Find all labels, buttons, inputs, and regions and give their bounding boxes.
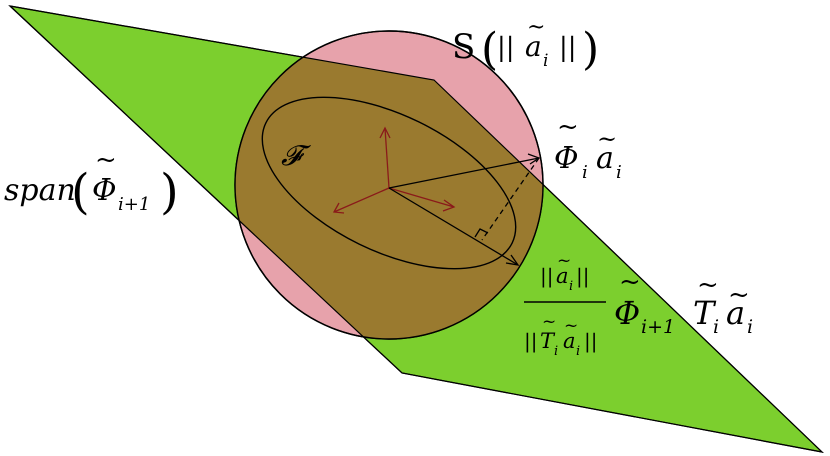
fraction-den-norm-right: || — [584, 329, 597, 354]
fraction-num-sub: i — [569, 279, 573, 294]
plane-label-sub: i+1 — [118, 194, 150, 215]
plane-label-rparen: ) — [160, 164, 179, 220]
fraction-num-norm-right: || — [576, 264, 589, 289]
right-angle-marker — [474, 228, 489, 238]
scaled-label-tilde-phi: ~ — [619, 267, 641, 297]
axis-right — [388, 187, 455, 208]
projection-label: ~ Φ i ~ a i — [554, 112, 622, 183]
sphere-label: S ( || ~ a i || ) — [452, 15, 599, 75]
sphere-label-a: a — [525, 30, 542, 63]
fraction-den-tilde-a: ~ — [564, 316, 578, 336]
sphere-label-S: S — [452, 27, 475, 67]
axis-right-arrowhead — [442, 199, 456, 212]
vector-scaled-arrowhead — [505, 254, 520, 266]
fraction-num-a: a — [556, 264, 569, 288]
projection-label-a: a — [596, 141, 614, 176]
fraction-den-sub-T: i — [554, 344, 558, 359]
plane-outline-top — [9, 5, 824, 453]
fraction-den-a: a — [563, 329, 576, 353]
projection-label-sub-i: i — [582, 162, 588, 183]
scaled-label-a: a — [726, 294, 745, 332]
fraction-num-norm-left: || — [540, 264, 553, 289]
projection-label-tilde-phi: ~ — [557, 112, 579, 142]
sphere-label-norm-right: || — [559, 33, 577, 63]
axis-up — [384, 127, 390, 189]
projection-label-phi: Φ — [554, 141, 579, 176]
projection-label-tilde-a: ~ — [597, 125, 617, 153]
plane-label-lparen: ( — [71, 164, 90, 220]
ellipse-F — [261, 96, 517, 270]
axis-left — [333, 187, 390, 213]
plane-label: span ( ~ Φ i+1 ) — [4, 145, 179, 220]
sphere-label-sub-i: i — [543, 51, 548, 71]
scaled-label-tilde-a: ~ — [728, 280, 750, 310]
scaled-label-T: T — [693, 294, 717, 332]
axis-up-arrowhead — [379, 126, 391, 139]
fraction-den-sub-a: i — [576, 344, 580, 359]
scaled-vector-label: || ~ a i || || ~ T i ~ a i || ~ Φ i+1 ~ … — [524, 251, 753, 359]
scaled-label-phi: Φ — [614, 294, 640, 332]
scaled-label-sub-a: i — [747, 316, 753, 338]
plane-label-span: span — [4, 173, 76, 208]
coordinate-axes — [332, 126, 456, 214]
scaled-label-tilde-T: ~ — [697, 270, 719, 300]
fraction-den-norm-left: || — [524, 329, 537, 354]
vector-scaled — [388, 187, 519, 266]
axis-left-arrowhead — [332, 202, 345, 214]
sphere-label-rparen: ) — [582, 24, 599, 75]
projection-label-sub-i2: i — [616, 162, 622, 183]
sphere-label-lparen: ( — [481, 24, 498, 75]
fraction-den-tilde-T: ~ — [542, 312, 556, 332]
sphere-label-norm-left: || — [497, 33, 515, 63]
plane-label-phi: Φ — [92, 173, 117, 208]
projection-dashed-line — [481, 157, 540, 241]
fraction-num-tilde: ~ — [557, 251, 571, 271]
scaled-label-sub-T: i — [713, 316, 719, 338]
fraction-den-T: T — [540, 329, 556, 353]
vector-phi-a — [388, 157, 540, 189]
sphere-label-tilde: ~ — [527, 15, 545, 40]
plane-label-tilde: ~ — [95, 145, 117, 175]
scaled-label-sub-phi: i+1 — [641, 316, 675, 338]
